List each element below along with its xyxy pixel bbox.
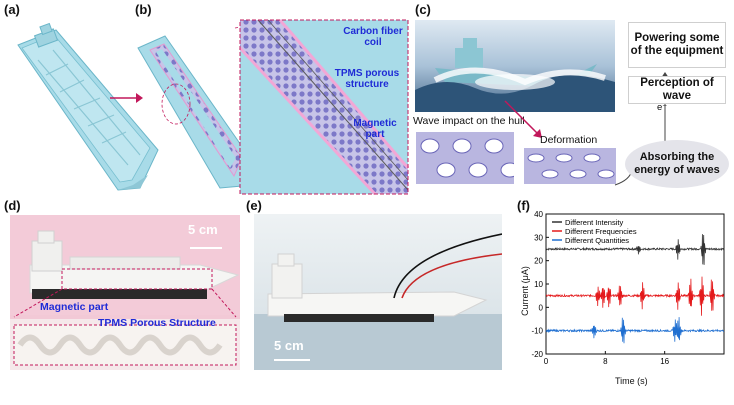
series-line-1 [545,276,725,316]
tpms-unit-cell-deformed [524,148,616,184]
panel-b-hull-cross-section [137,19,410,196]
y-tick-label: 40 [534,210,543,219]
y-tick-label: -20 [531,350,543,359]
x-tick-label: 16 [660,357,669,366]
callout-carbon-fiber-coil: Carbon fiber coil [343,26,403,48]
wave-impact-arrow [504,100,542,138]
panel-e-label: (e) [246,198,262,213]
flow-box-powering: Powering some of the equipment [628,22,726,68]
tpms-porous-structure-label: TPMS Porous Structure [98,317,216,329]
ship-prototype-photo [10,215,240,370]
tpms-unit-cell-original [416,132,514,184]
magnetic-part-label: Magnetic part [40,301,109,313]
electron-label: e⁻ [657,102,668,113]
scale-bar-d-label: 5 cm [188,222,218,237]
arrow-a-to-b [110,93,143,103]
x-tick-label: 0 [544,357,549,366]
panel-b-label: (b) [135,2,152,17]
legend-label-1: Different Frequencies [565,227,637,236]
panel-a-label: (a) [4,2,20,17]
ship-in-water-tank-photo [254,214,502,370]
wave-impact-label: Wave impact on the hull [413,115,525,127]
y-tick-label: 20 [534,257,543,266]
panel-f-label: (f) [517,198,530,213]
callout-tpms-porous-structure: TPMS porous structure [334,68,400,90]
series-line-0 [545,234,725,265]
flow-oval-absorbing: Absorbing the energy of waves [625,140,729,188]
x-tick-label: 8 [603,357,608,366]
deformation-label: Deformation [540,134,598,146]
panel-c-label: (c) [415,2,431,17]
legend-label-2: Different Quantities [565,236,629,245]
y-tick-label: 30 [534,233,543,242]
series-line-2 [545,317,725,344]
y-tick-label: -10 [531,327,543,336]
callout-magnetic-part: Magnetic part [353,118,397,140]
chart-xlabel: Time (s) [615,376,648,386]
scale-bar-e-label: 5 cm [274,338,304,353]
ship-on-waves-photo [415,20,615,112]
y-tick-label: 0 [539,303,544,312]
y-tick-label: 10 [534,280,543,289]
panel-a-ship-model [17,22,159,191]
panel-d-label: (d) [4,198,21,213]
legend-label-0: Different Intensity [565,218,623,227]
flow-box-perception: Perception of wave [628,76,726,104]
